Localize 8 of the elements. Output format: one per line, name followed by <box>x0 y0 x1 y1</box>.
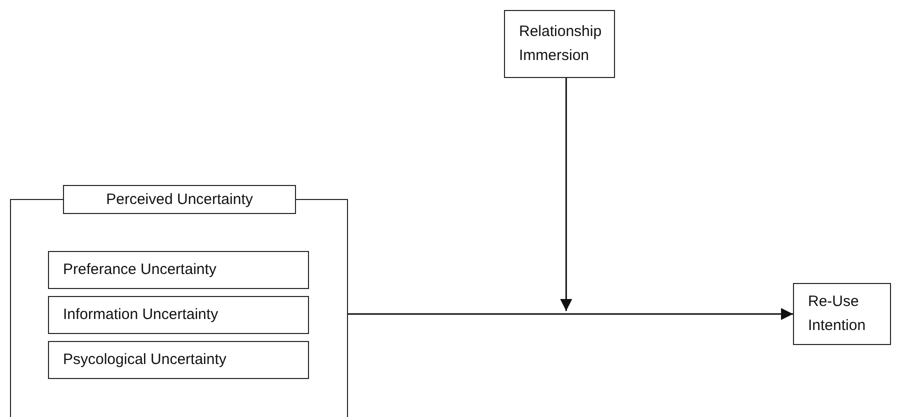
arrow <box>560 78 572 311</box>
construct-box: Psycological Uncertainty <box>48 341 309 379</box>
arrow <box>348 308 793 320</box>
construct-box: Relationship Immersion <box>504 10 615 78</box>
construct-box: Re-Use Intention <box>793 283 891 345</box>
group-title: Perceived Uncertainty <box>63 185 296 214</box>
construct-box: Preferance Uncertainty <box>48 251 309 289</box>
construct-box: Information Uncertainty <box>48 296 309 334</box>
